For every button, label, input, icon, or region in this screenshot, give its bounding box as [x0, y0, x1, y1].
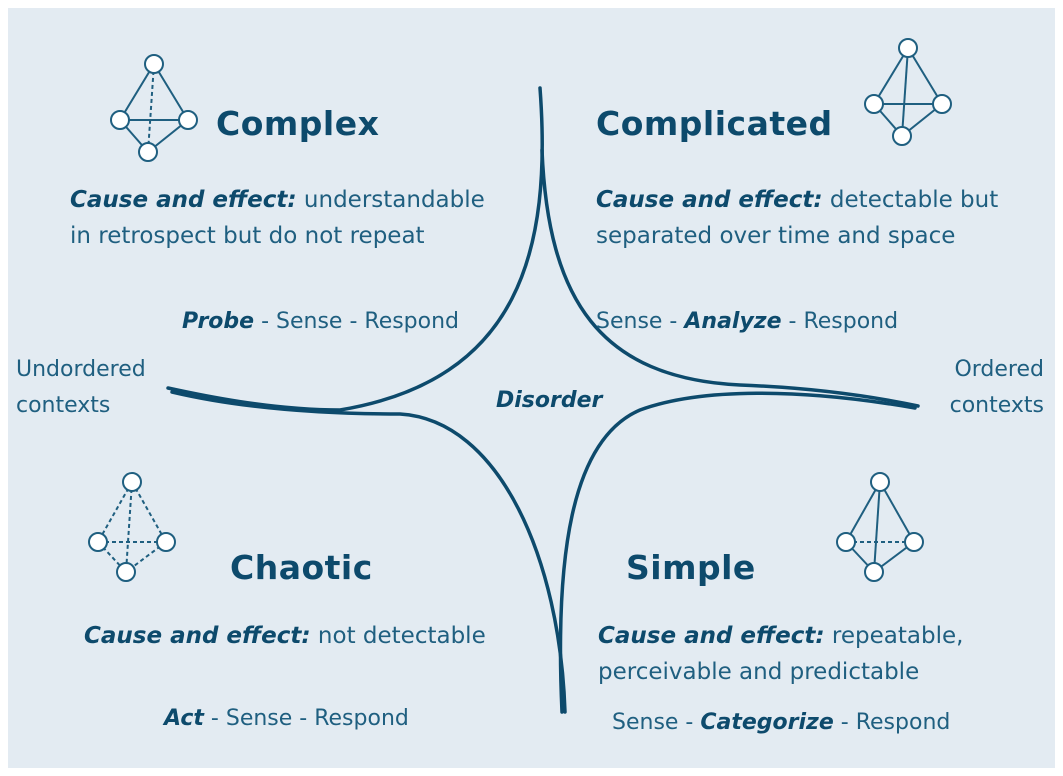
- ordered-label-line2: contexts: [949, 393, 1044, 418]
- chaotic-cause-line1: not detectable: [317, 623, 486, 649]
- complex-approach: Probe - Sense - Respond: [182, 309, 459, 334]
- divider-top-right-curve: [540, 148, 920, 408]
- complicated-cause-line2: separated over time and space: [596, 223, 956, 249]
- divider-bottom-right-curve: [558, 391, 917, 714]
- disorder-label: Disorder: [496, 388, 603, 413]
- complicated-cause-line1: detectable but: [829, 187, 999, 213]
- complex-title: Complex: [216, 104, 380, 143]
- ordered-label-line1: Ordered: [954, 357, 1044, 382]
- simple-cause-effect: Cause and effect: repeatable,: [598, 618, 963, 654]
- chaotic-cause-label: Cause and effect:: [84, 623, 311, 649]
- simple-cause-label: Cause and effect:: [598, 623, 825, 649]
- complex-approach-rest: - Sense - Respond: [261, 309, 460, 334]
- chaotic-cause-effect: Cause and effect: not detectable: [84, 618, 486, 654]
- tetrahedron-icon: [110, 54, 198, 162]
- simple-approach-pre: Sense -: [612, 710, 694, 735]
- tetrahedron-icon: [864, 38, 952, 146]
- chaotic-approach-emph: Act: [164, 706, 204, 731]
- complicated-approach-post: - Respond: [788, 309, 899, 334]
- complicated-approach: Sense - Analyze - Respond: [596, 309, 898, 334]
- complex-cause-effect: Cause and effect: understandable: [70, 182, 485, 218]
- diagram-background: [8, 8, 1055, 768]
- chaotic-title: Chaotic: [230, 548, 373, 587]
- divider-bottom-left-curve: [170, 390, 567, 714]
- unordered-contexts-label: Undordered contexts: [16, 352, 146, 424]
- chaotic-approach-rest: - Sense - Respond: [210, 706, 409, 731]
- tetrahedron-icon: [836, 472, 924, 582]
- complicated-approach-emph: Analyze: [684, 309, 782, 334]
- simple-approach-post: - Respond: [840, 710, 951, 735]
- simple-title: Simple: [626, 548, 756, 587]
- unordered-label-line2: contexts: [16, 393, 111, 418]
- complex-approach-emph: Probe: [182, 309, 255, 334]
- complicated-cause-effect: Cause and effect: detectable but: [596, 182, 998, 218]
- complicated-title: Complicated: [596, 104, 833, 143]
- complicated-approach-pre: Sense -: [596, 309, 678, 334]
- simple-approach: Sense - Categorize - Respond: [612, 710, 950, 735]
- divider-top-left-curve: [166, 86, 544, 412]
- simple-cause-line2: perceivable and predictable: [598, 659, 920, 685]
- complicated-cause-label: Cause and effect:: [596, 187, 823, 213]
- tetrahedron-dashed-icon: [88, 472, 176, 582]
- chaotic-approach: Act - Sense - Respond: [164, 706, 409, 731]
- simple-cause-line1: repeatable,: [831, 623, 964, 649]
- unordered-label-line1: Undordered: [16, 357, 146, 382]
- ordered-contexts-label: Ordered contexts: [940, 352, 1044, 424]
- complex-cause-line1: understandable: [303, 187, 485, 213]
- complex-cause-label: Cause and effect:: [70, 187, 297, 213]
- simple-approach-emph: Categorize: [700, 710, 834, 735]
- complex-cause-line2: in retrospect but do not repeat: [70, 223, 425, 249]
